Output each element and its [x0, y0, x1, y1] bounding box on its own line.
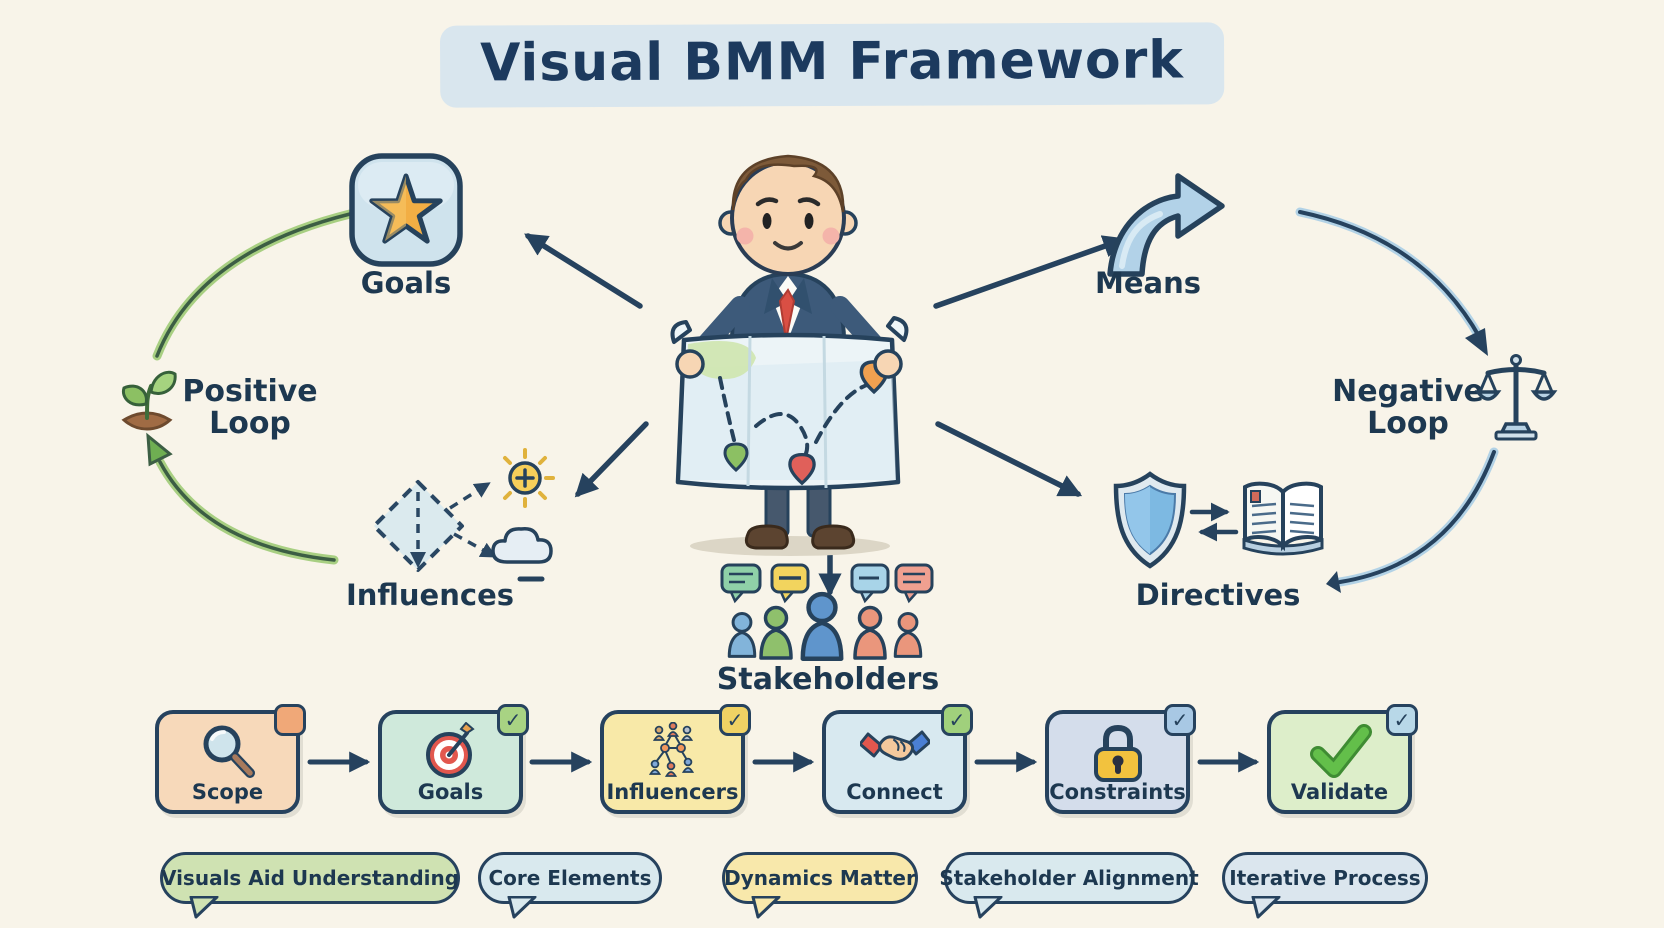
balance-scale-icon	[1474, 354, 1558, 441]
shield-icon	[1113, 471, 1187, 569]
process-step-label: Scope	[191, 780, 264, 804]
process-step-constraints: ✓ Constraints	[1045, 704, 1196, 814]
callout-core-elements: Core Elements	[478, 852, 662, 919]
padlock-icon	[1093, 724, 1142, 782]
arrow-to-influences	[574, 421, 649, 498]
stakeholders-label: Stakeholders	[716, 662, 940, 697]
sun-plus-icon	[503, 448, 555, 508]
title-highlight: Visual BMM Framework	[439, 22, 1225, 108]
callout-visuals-aid-understanding: Visuals Aid Understanding	[160, 852, 460, 919]
process-step-label: Connect	[846, 780, 943, 804]
process-step-label: Validate	[1290, 780, 1389, 804]
status-badge	[274, 704, 306, 736]
curved-arrow-icon	[1107, 173, 1225, 277]
process-step-validate: ✓ Validate	[1267, 704, 1418, 814]
process-step-connect: ✓ Connect	[822, 704, 973, 814]
means-label: Means	[1094, 266, 1201, 300]
status-badge: ✓	[941, 704, 973, 736]
stakeholder-bubbles-and-people	[720, 563, 934, 661]
exchange-arrows-icon	[1189, 502, 1239, 542]
status-badge: ✓	[719, 704, 751, 736]
magnifier-icon	[203, 725, 255, 778]
center-radiating-arrows	[524, 233, 1127, 597]
checkmark-icon	[1309, 724, 1372, 778]
negative-loop-arc	[1295, 207, 1499, 593]
cloud-minus-icon	[491, 526, 553, 582]
arrow-to-goals	[524, 233, 643, 309]
arrow-to-means	[933, 235, 1127, 309]
target-icon	[425, 722, 475, 778]
negative-loop-label: Negative Loop	[1332, 374, 1484, 441]
process-step-label: Constraints	[1049, 780, 1186, 804]
process-step-influencers: ✓ Influencers	[600, 704, 751, 814]
positive-loop-arrowhead	[146, 432, 173, 467]
handshake-icon	[859, 730, 930, 761]
directives-label: Directives	[1135, 578, 1301, 612]
dashed-arrow-to-cloud	[453, 532, 497, 558]
influences-label: Influences	[345, 578, 514, 612]
callout-iterative-process: Iterative Process	[1222, 852, 1428, 919]
callout-dynamics-matter: Dynamics Matter	[722, 852, 918, 919]
speech-bubbles-icon	[720, 563, 934, 604]
title-block: Visual BMM Framework	[439, 22, 1225, 108]
bubble-tail	[973, 896, 1003, 919]
positive-loop-arc	[146, 209, 355, 565]
status-badge: ✓	[1164, 704, 1196, 736]
process-step-label: Influencers	[606, 780, 739, 804]
book-icon	[1242, 481, 1324, 556]
status-badge: ✓	[1386, 704, 1418, 736]
bubble-tail	[751, 896, 781, 919]
goals-label: Goals	[360, 266, 452, 300]
positive-loop-label: Positive Loop	[182, 374, 318, 441]
dashed-arrow-to-sun	[449, 482, 491, 510]
seedling-icon	[121, 370, 177, 431]
page-title: Visual BMM Framework	[479, 30, 1184, 94]
network-icon	[648, 722, 694, 777]
status-badge: ✓	[497, 704, 529, 736]
map-pins	[723, 360, 889, 486]
process-step-label: Goals	[417, 780, 484, 804]
bubble-tail	[1251, 896, 1281, 919]
process-step-scope: Scope	[155, 704, 306, 814]
people-group-icon	[727, 591, 923, 661]
process-step-goals: ✓ Goals	[378, 704, 529, 814]
arrow-to-directives	[935, 421, 1083, 497]
star-icon	[349, 153, 463, 267]
influences-graphic	[372, 448, 555, 582]
man-with-map-illustration	[670, 154, 909, 556]
callout-stakeholder-alignment: Stakeholder Alignment	[939, 852, 1199, 919]
bubble-tail	[189, 896, 219, 919]
bubble-tail	[507, 896, 537, 919]
